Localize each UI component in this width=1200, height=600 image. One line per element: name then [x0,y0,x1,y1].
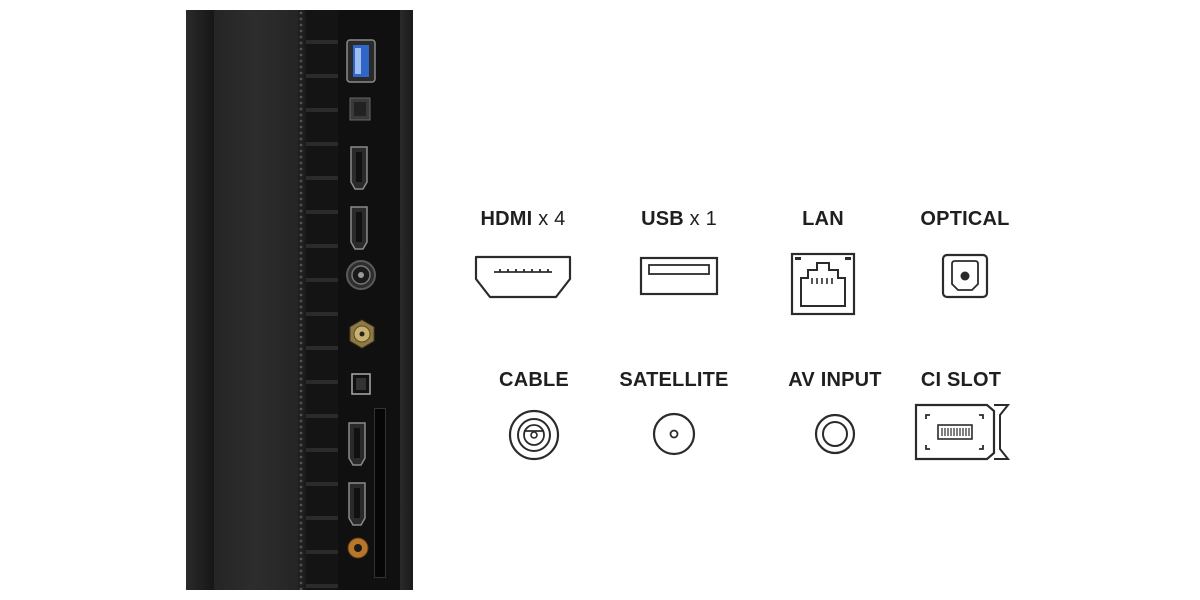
port-name-av-input: AV INPUT [788,369,882,391]
panel-hdmi-port-1 [350,146,368,190]
port-name-lan: LAN [802,208,844,230]
panel-optical-port-top [349,97,371,121]
panel-perforation [298,10,304,590]
port-label-cable: CABLE [459,369,609,392]
panel-fins [306,10,338,590]
port-qty-hdmi: x 4 [538,208,566,230]
panel-optical-port [351,373,371,395]
port-label-ci-slot: CI SLOT [886,369,1036,392]
ci-slot-icon [914,403,1011,461]
av-input-port-icon [814,413,856,455]
tv-back-panel [186,10,413,590]
port-name-ci-slot: CI SLOT [920,369,1002,391]
port-label-av-input: AV INPUT [760,369,910,392]
port-name-usb: USB [641,208,684,230]
optical-port-icon [941,253,989,299]
port-label-lan: LAN [748,208,898,231]
panel-hdmi-port-2 [350,206,368,250]
panel-body [214,10,298,590]
panel-av-input-port [347,537,369,559]
port-name-cable: CABLE [499,369,569,391]
panel-ci-slot [374,408,386,578]
panel-satellite-port [349,319,375,349]
hdmi-port-icon [474,255,572,299]
port-label-hdmi: HDMI x 4 [448,208,598,231]
panel-hdmi-port-4 [348,482,366,526]
port-qty-usb: x 1 [689,208,717,230]
port-name-hdmi: HDMI [480,208,533,230]
port-name-satellite: SATELLITE [619,369,729,391]
panel-edge [400,10,413,590]
usb-port-icon [639,256,719,296]
cable-port-icon [508,409,560,461]
panel-usb-port [346,39,376,83]
port-name-optical: OPTICAL [920,208,1010,230]
port-label-optical: OPTICAL [890,208,1040,231]
lan-port-icon [790,252,856,316]
panel-antenna-port [346,260,376,290]
satellite-port-icon [652,412,696,456]
port-label-usb: USB x 1 [604,208,754,231]
panel-hdmi-port-3 [348,422,366,466]
panel-bezel [186,10,214,590]
port-label-satellite: SATELLITE [599,369,749,392]
